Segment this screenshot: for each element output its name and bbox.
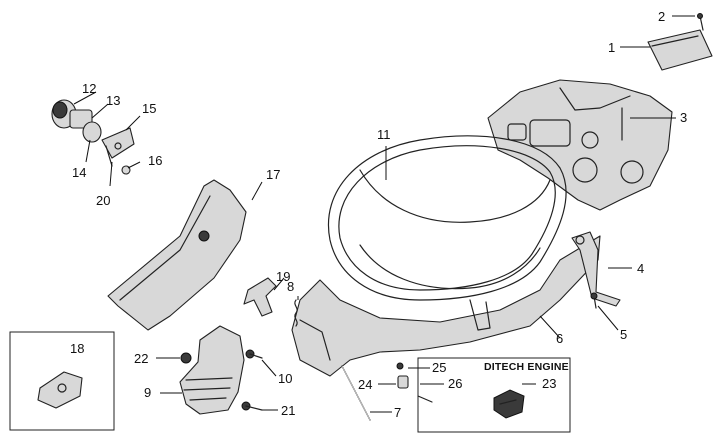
part-5-bolt [590, 292, 598, 309]
callout-3: 3 [680, 110, 688, 125]
lock-assembly [51, 99, 135, 175]
callout-6: 6 [556, 331, 564, 346]
leader-lines [73, 15, 695, 413]
ditech-engine-inset [417, 357, 571, 433]
callout-23: 23 [542, 376, 557, 391]
part-3-rear-frame [487, 79, 673, 211]
part-11-helmet-seal [327, 135, 567, 301]
part-8-spring-clip [294, 299, 298, 327]
callout-15: 15 [142, 101, 157, 116]
callout-19: 19 [276, 269, 291, 284]
callout-16: 16 [148, 153, 163, 168]
callout-9: 9 [144, 385, 152, 400]
callout-18: 18 [70, 341, 85, 356]
callout-4: 4 [637, 261, 645, 276]
part-19-small-bracket [243, 277, 277, 317]
inset-box-part-18 [9, 331, 115, 431]
callout-12: 12 [82, 81, 97, 96]
part-17-side-panel [107, 179, 247, 331]
callout-2: 2 [658, 9, 666, 24]
callout-22: 22 [134, 351, 149, 366]
callout-8: 8 [287, 279, 295, 294]
callout-20: 20 [96, 193, 111, 208]
part-4-mounting-bracket [571, 231, 621, 307]
callout-24: 24 [358, 377, 373, 392]
part-7-rod [341, 365, 371, 421]
callout-11: 11 [377, 127, 391, 142]
callout-26: 26 [448, 376, 463, 391]
part-1-cover-plate [647, 29, 713, 71]
small-fittings-24-26 [396, 362, 433, 403]
callout-13: 13 [106, 93, 121, 108]
footrest-bracket [179, 325, 263, 415]
callout-14: 14 [72, 165, 87, 180]
inset-title: DITECH ENGINE [484, 361, 569, 373]
part-6-helmet-compartment [291, 169, 601, 377]
callout-5: 5 [620, 327, 628, 342]
callout-17: 17 [266, 167, 281, 182]
callout-21: 21 [281, 403, 296, 418]
callout-7: 7 [394, 405, 402, 420]
callout-25: 25 [432, 360, 447, 375]
callout-10: 10 [278, 371, 293, 386]
callout-1: 1 [608, 40, 616, 55]
part-2-screw [697, 13, 704, 31]
